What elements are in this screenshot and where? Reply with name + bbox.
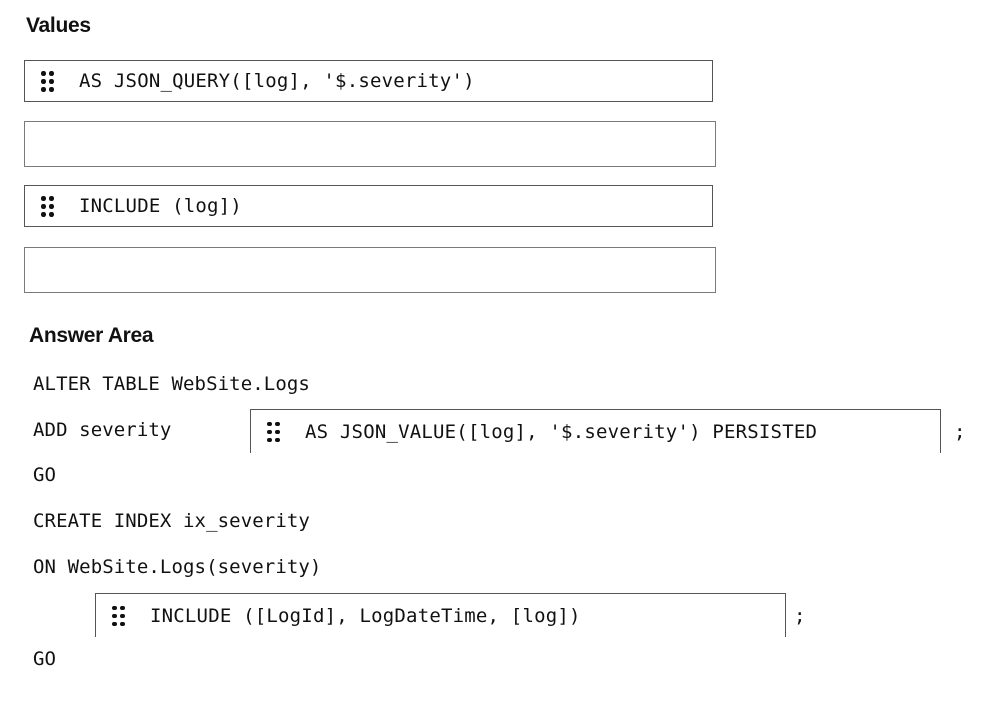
answer-area-heading: Answer Area bbox=[29, 324, 154, 347]
value-option-include-log[interactable]: INCLUDE (log]) bbox=[24, 185, 713, 227]
answer-slot-label: AS JSON_VALUE([log], '$.severity') PERSI… bbox=[305, 420, 818, 443]
value-option-json-query[interactable]: AS JSON_QUERY([log], '$.severity') bbox=[24, 60, 713, 102]
drag-handle-icon[interactable] bbox=[41, 70, 54, 92]
value-slot-empty bbox=[24, 121, 716, 167]
code-line-create-index: CREATE INDEX ix_severity bbox=[33, 510, 310, 532]
code-line-go: GO bbox=[33, 648, 57, 670]
answer-slot-include-columns[interactable]: INCLUDE ([LogId], LogDateTime, [log]) bbox=[95, 593, 786, 637]
drag-handle-icon[interactable] bbox=[41, 195, 54, 217]
code-line-add-severity: ADD severity bbox=[33, 419, 172, 441]
statement-terminator: ; bbox=[794, 605, 806, 627]
value-option-label: AS JSON_QUERY([log], '$.severity') bbox=[79, 70, 475, 92]
drag-handle-icon[interactable] bbox=[267, 421, 280, 443]
code-line-on-table: ON WebSite.Logs(severity) bbox=[33, 556, 322, 578]
values-heading: Values bbox=[26, 14, 91, 37]
answer-slot-label: INCLUDE ([LogId], LogDateTime, [log]) bbox=[150, 604, 581, 627]
code-line-go: GO bbox=[33, 464, 57, 486]
value-slot-empty bbox=[24, 247, 716, 293]
statement-terminator: ; bbox=[954, 421, 966, 443]
drag-handle-icon[interactable] bbox=[112, 605, 125, 627]
value-option-label: INCLUDE (log]) bbox=[79, 195, 242, 217]
code-line-alter-table: ALTER TABLE WebSite.Logs bbox=[33, 373, 310, 395]
answer-slot-computed-column[interactable]: AS JSON_VALUE([log], '$.severity') PERSI… bbox=[250, 409, 941, 453]
